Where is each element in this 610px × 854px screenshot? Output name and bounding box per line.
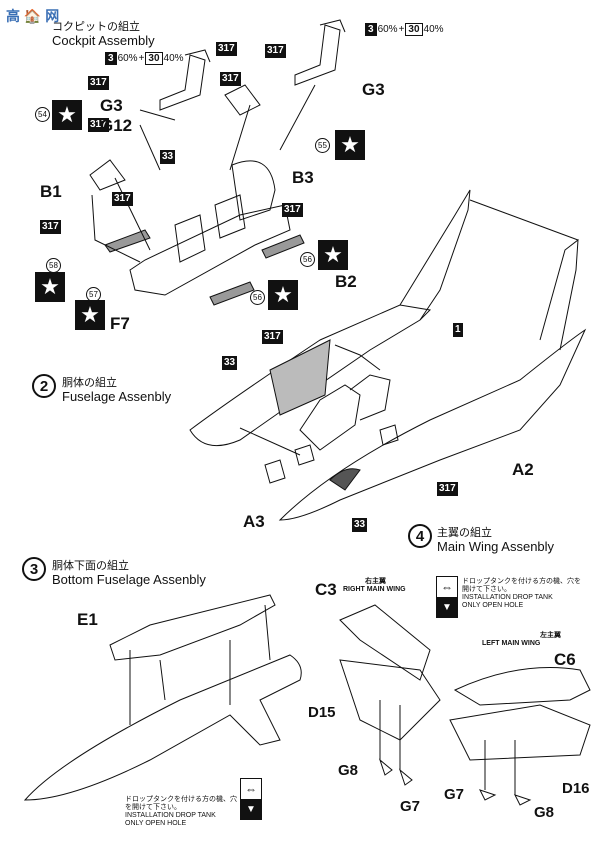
part-label-g3: G3 bbox=[100, 96, 123, 115]
seat-g3-left bbox=[159, 54, 206, 111]
part-label-g3: G3 bbox=[362, 80, 385, 99]
left-wing-lower bbox=[449, 704, 591, 761]
step2-number: 2 bbox=[32, 374, 56, 398]
drill-hole-icon: ⇔ ▼ bbox=[436, 576, 458, 618]
decal-number-58: 58 bbox=[46, 258, 61, 273]
star-icon: ★ bbox=[318, 240, 348, 270]
star-icon: ★ bbox=[268, 280, 298, 310]
step4-title-en: Main Wing Assenbly bbox=[437, 539, 555, 554]
part-b3-shape bbox=[224, 84, 261, 116]
step3-title-jp: 胴体下面の組立 bbox=[52, 560, 129, 572]
paint-code-317: 317 bbox=[265, 44, 286, 58]
seat-g3-right bbox=[294, 24, 341, 86]
fuselage-left-half bbox=[189, 304, 432, 447]
star-icon: ★ bbox=[335, 130, 365, 160]
paint-code-1: 1 bbox=[453, 323, 463, 337]
star-icon: ★ bbox=[52, 100, 82, 130]
step3-number: 3 bbox=[22, 557, 46, 581]
right-wing-lower bbox=[339, 659, 441, 741]
star-icon: ★ bbox=[75, 300, 105, 330]
step1-title-jp: コクピットの組立 bbox=[52, 21, 140, 33]
step4-title-jp: 主翼の組立 bbox=[437, 527, 492, 539]
part-label-g8: G8 bbox=[338, 762, 359, 779]
part-label-d16: D16 bbox=[562, 780, 590, 797]
part-label-g7: G7 bbox=[400, 798, 421, 815]
part-label-e1: E1 bbox=[77, 610, 98, 629]
cockpit-tub bbox=[129, 204, 291, 296]
part-label-g7: G7 bbox=[444, 786, 465, 803]
part-label-b2: B2 bbox=[335, 272, 357, 291]
left-wing-label-en: LEFT MAIN WING bbox=[482, 640, 541, 647]
left-wing-label-jp: 左主翼 bbox=[540, 632, 561, 639]
paint-code-317: 317 bbox=[88, 76, 109, 90]
part-label-d15: D15 bbox=[308, 704, 336, 721]
part-label-g8: G8 bbox=[534, 804, 555, 821]
paint-code-317: 317 bbox=[40, 220, 61, 234]
paint-code-317: 317 bbox=[112, 192, 133, 206]
step3-title-en: Bottom Fuselage Assenbly bbox=[52, 572, 206, 587]
fuselage-bottom bbox=[23, 654, 302, 801]
paint-code-317: 317 bbox=[220, 72, 241, 86]
part-label-b3: B3 bbox=[292, 168, 314, 187]
paint-code-317: 317 bbox=[88, 118, 109, 132]
right-main-wing bbox=[339, 604, 431, 681]
drill-hole-icon: ⇔ ▼ bbox=[240, 778, 262, 820]
paint-code-317: 317 bbox=[216, 42, 237, 56]
part-label-a3: A3 bbox=[243, 512, 265, 531]
step1-title-en: Cockpit Assembly bbox=[52, 33, 155, 48]
drop-tank-note: ドロップタンクを付ける方の機、穴を開けて下さい。 INSTALLATION DR… bbox=[462, 578, 581, 609]
paint-code-33: 33 bbox=[222, 356, 238, 370]
decal-number-54: 54 bbox=[35, 107, 50, 122]
part-label-g12: G12 bbox=[100, 116, 133, 135]
part-label-c6: C6 bbox=[554, 650, 576, 669]
decal-number-56: 56 bbox=[250, 290, 265, 305]
step2-title-jp: 胴体の組立 bbox=[62, 377, 117, 389]
part-b1-shape bbox=[89, 159, 126, 191]
part-label-a2: A2 bbox=[512, 460, 534, 479]
right-wing-label-en: RIGHT MAIN WING bbox=[343, 586, 406, 593]
watermark-logo: 高 🏠 网 bbox=[6, 8, 60, 24]
paint-code-33: 33 bbox=[160, 150, 176, 164]
bottom-panel-e1 bbox=[109, 594, 276, 661]
step4-number: 4 bbox=[408, 524, 432, 548]
left-main-wing bbox=[453, 667, 591, 706]
drop-tank-note: ドロップタンクを付ける方の機、穴を開けて下さい。 INSTALLATION DR… bbox=[125, 796, 237, 827]
paint-code-317: 317 bbox=[262, 330, 283, 344]
step2-title-en: Fuselage Assenbly bbox=[62, 389, 172, 404]
right-wing-label-jp: 右主翼 bbox=[365, 578, 386, 585]
paint-code-33: 33 bbox=[352, 518, 368, 532]
paint-code-317: 317 bbox=[437, 482, 458, 496]
part-label-c3: C3 bbox=[315, 580, 337, 599]
paint-code-317: 317 bbox=[282, 203, 303, 217]
decal-number-55: 55 bbox=[315, 138, 330, 153]
part-label-f7: F7 bbox=[110, 314, 130, 333]
part-label-b1: B1 bbox=[40, 182, 62, 201]
star-icon: ★ bbox=[35, 272, 65, 302]
decal-number-56: 56 bbox=[300, 252, 315, 267]
